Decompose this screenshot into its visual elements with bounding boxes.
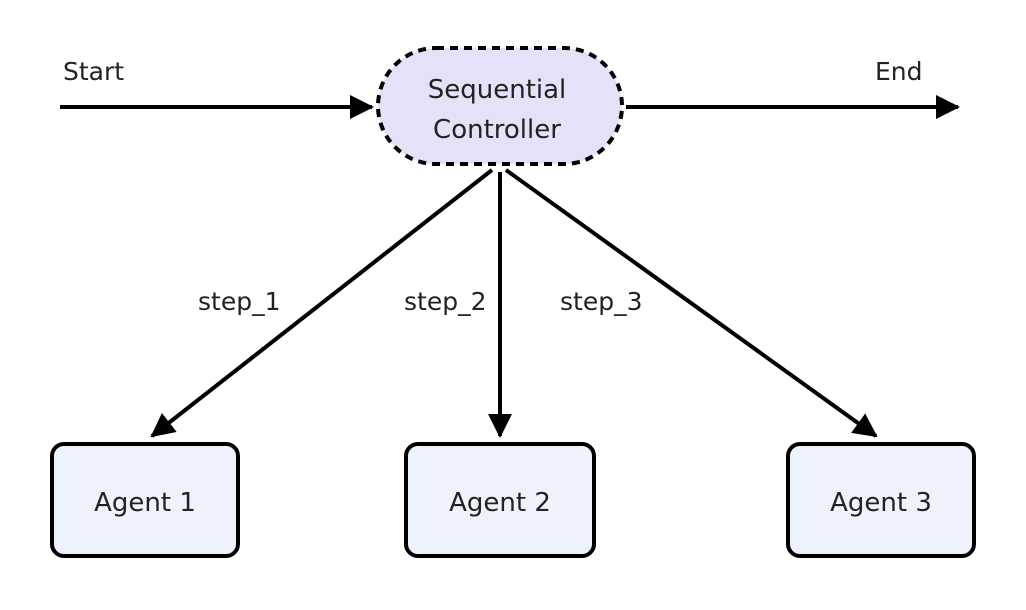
agent-node-3: Agent 3: [786, 442, 976, 558]
agent-box: [50, 442, 240, 558]
agent-node-2: Agent 2: [404, 442, 596, 558]
edge-step-1: [150, 168, 494, 438]
agent-node-1: Agent 1: [50, 442, 240, 558]
edge-step-3: [504, 168, 878, 438]
agent-box: [786, 442, 976, 558]
edge-label-step-1: step_1: [198, 287, 280, 316]
agent-box: [404, 442, 596, 558]
agent-label: Agent 1: [94, 488, 196, 518]
edge-label-step-3: step_3: [560, 287, 642, 316]
start-label: Start: [63, 57, 124, 86]
agent-label: Agent 2: [449, 488, 551, 518]
controller-label-line1: Sequential: [428, 75, 567, 105]
controller-node: Sequential Controller: [376, 46, 624, 166]
controller-label-line2: Controller: [433, 115, 561, 145]
edge-label-step-2: step_2: [404, 287, 486, 316]
controller-shape: [376, 46, 624, 166]
agent-label: Agent 3: [830, 488, 932, 518]
end-label: End: [875, 57, 923, 86]
